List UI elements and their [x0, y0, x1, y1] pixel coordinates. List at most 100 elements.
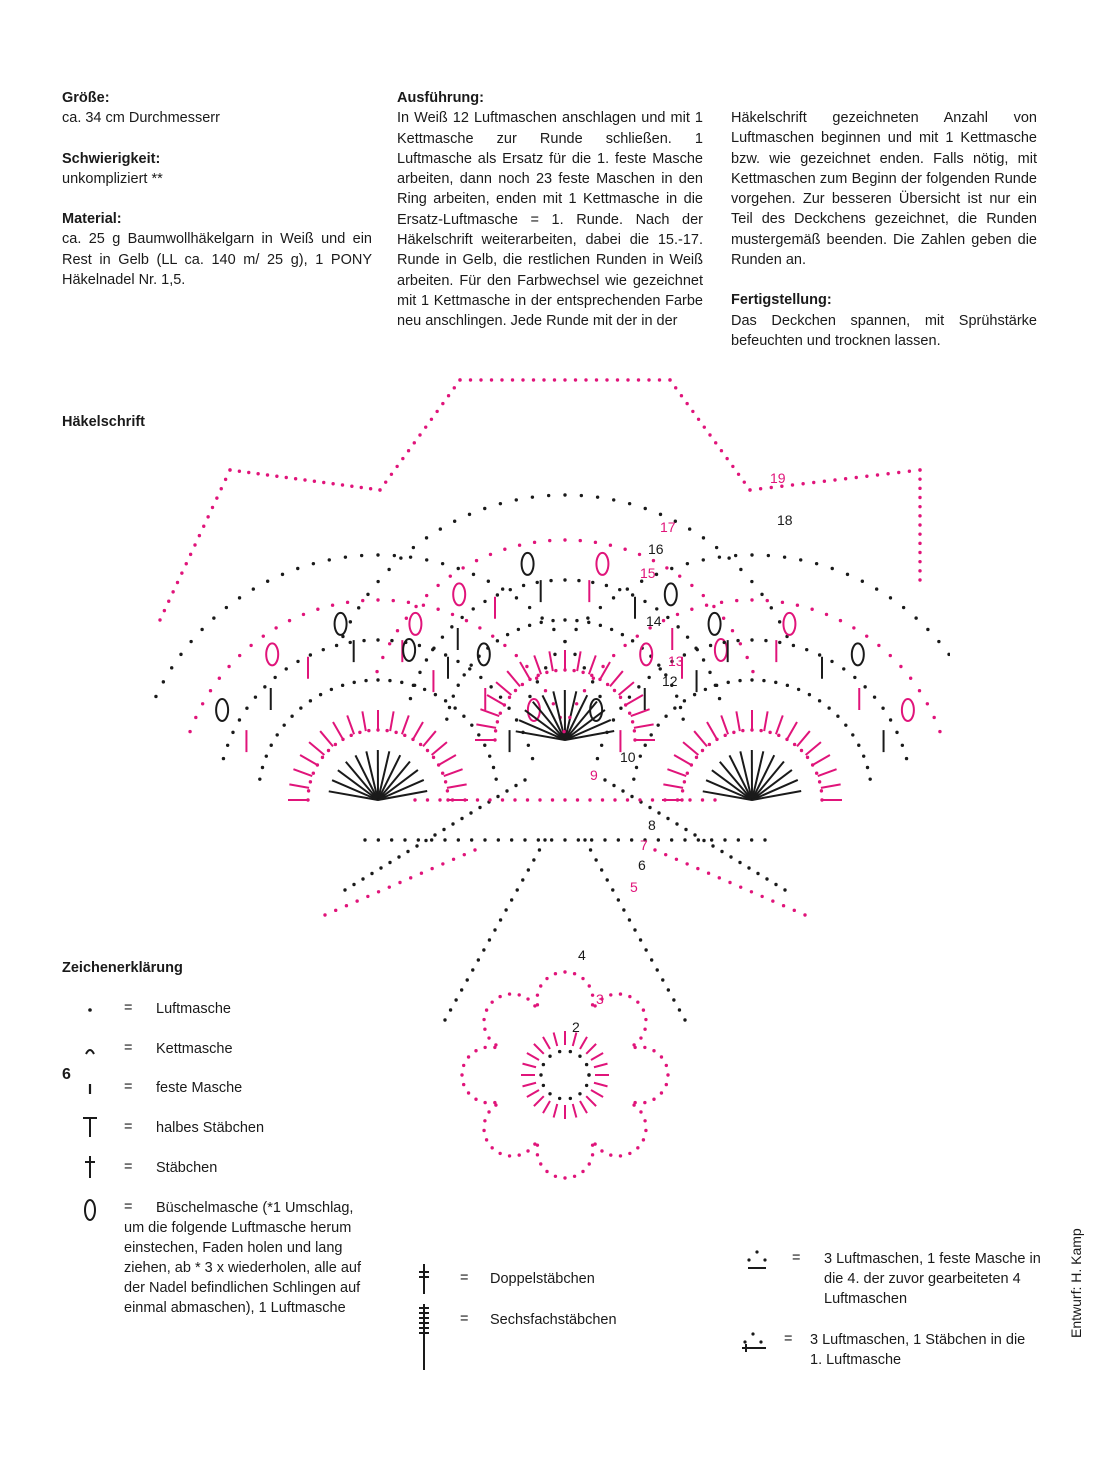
fan-chain	[714, 545, 719, 550]
fan-chain	[563, 618, 567, 622]
fan-chain	[780, 600, 785, 605]
spoke-chain	[756, 871, 760, 876]
fan-chain	[352, 680, 356, 685]
fan-chain	[627, 695, 632, 699]
round-chain	[709, 838, 714, 842]
legend-eq: =	[124, 1040, 133, 1056]
fan-chain	[700, 748, 705, 753]
spoke-chain	[674, 857, 679, 861]
fan-chain	[438, 527, 443, 531]
fan-chain	[408, 696, 413, 701]
petal-chain	[466, 1091, 471, 1095]
fan-chain	[436, 607, 440, 611]
fan-chain	[421, 603, 426, 607]
petal-chain	[553, 971, 558, 976]
fan-chain	[357, 606, 361, 610]
fan-chain	[424, 536, 429, 540]
fan-chain	[217, 676, 222, 680]
petal-chain	[482, 1017, 486, 1022]
edge-chain	[725, 456, 729, 461]
edge-chain	[418, 433, 422, 437]
treble-stitch	[711, 769, 753, 801]
fan-chain	[348, 620, 353, 624]
fan-stitch	[617, 681, 635, 696]
fan-chain	[274, 626, 278, 630]
edge-chain	[907, 469, 912, 473]
fan-stitch	[775, 715, 784, 735]
treble-stitch	[365, 751, 379, 801]
spoke-chain	[451, 857, 456, 861]
fan-chain	[673, 706, 677, 710]
edge-chain	[647, 378, 651, 382]
fan-chain	[188, 729, 192, 734]
edge-chain	[865, 474, 869, 478]
fan-chain	[765, 598, 769, 603]
petal-chain	[461, 1063, 466, 1068]
fan-chain	[200, 627, 204, 632]
petal-chain	[545, 1169, 549, 1174]
edge-chain	[674, 386, 678, 390]
fan-stitch	[308, 741, 326, 756]
fan-chain	[687, 527, 692, 531]
fan-chain	[690, 607, 694, 611]
fan-chain	[680, 789, 685, 793]
fan-chain	[224, 605, 229, 610]
spoke-chain	[388, 860, 392, 865]
petal-chain	[483, 1045, 487, 1050]
fan-chain	[400, 680, 404, 685]
fan-chain	[656, 723, 660, 727]
fan-chain	[860, 579, 865, 583]
round-chain	[403, 838, 407, 842]
fan-chain	[574, 627, 578, 632]
spoke-chain	[605, 878, 609, 882]
spoke-chain	[430, 866, 434, 871]
fan-stitch	[430, 741, 448, 756]
edge-chain	[742, 480, 746, 484]
treble-stitch	[702, 790, 753, 801]
edge-chain	[854, 475, 858, 480]
fan-chain	[670, 566, 674, 571]
spoke-chain	[521, 878, 525, 882]
edge-chain	[378, 488, 382, 492]
spoke-chain	[677, 1008, 682, 1012]
fan-chain	[551, 618, 555, 623]
fan-chain	[701, 593, 706, 598]
fan-chain	[452, 519, 457, 523]
fan-stitch	[625, 694, 644, 706]
fan-chain	[853, 675, 857, 680]
edge-chain	[284, 475, 288, 480]
center-ring	[548, 1054, 552, 1058]
fan-chain	[483, 506, 487, 511]
fan-stitch	[422, 730, 437, 748]
round-number-label: 15	[640, 565, 656, 581]
round-chain	[600, 798, 605, 802]
round-chain	[669, 838, 674, 842]
petal-chain	[587, 1162, 591, 1166]
petal-chain	[563, 970, 567, 974]
edge-chain	[714, 441, 718, 445]
fan-chain	[536, 673, 540, 678]
cluster-stitch	[900, 698, 915, 722]
fan-stitch	[804, 741, 822, 756]
edge-chain	[340, 483, 345, 487]
fan-chain	[647, 675, 651, 680]
spoke-chain	[774, 882, 778, 887]
spoke-chain	[505, 789, 509, 793]
fan-chain	[620, 632, 625, 637]
round-chain	[563, 838, 567, 842]
round-number-label: 12	[662, 673, 678, 689]
petal-chain	[659, 1091, 664, 1095]
fan-chain	[237, 653, 242, 658]
fan-chain	[926, 627, 930, 632]
fan-chain	[762, 678, 766, 683]
edge-chain	[918, 477, 922, 481]
execution-text: In Weiß 12 Luftmaschen anschlagen und mi…	[397, 110, 703, 330]
fan-chain	[675, 612, 680, 617]
edge-chain	[171, 590, 175, 594]
fan-stitch	[720, 715, 729, 735]
fan-chain	[768, 730, 772, 735]
round-chain	[425, 798, 430, 802]
spoke-chain	[379, 866, 383, 870]
fan-chain	[334, 643, 339, 648]
fan-chain	[738, 678, 742, 683]
